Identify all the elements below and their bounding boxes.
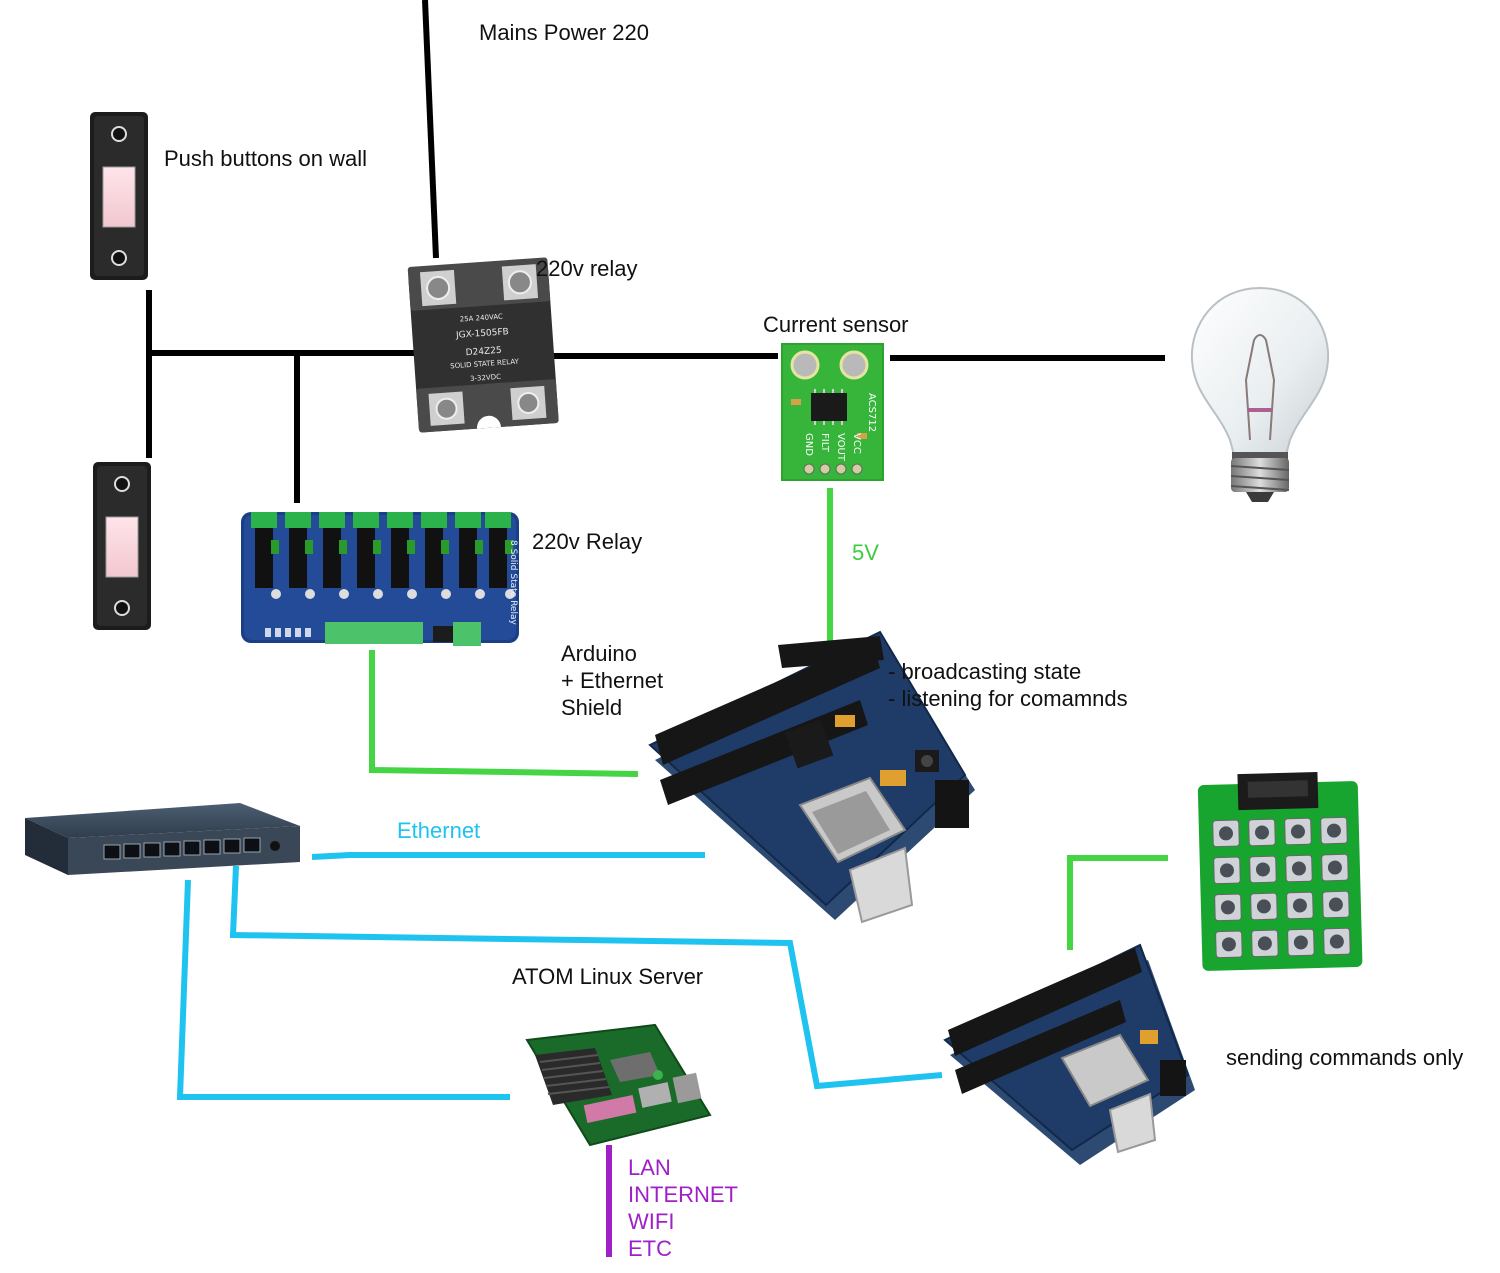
wall-push-button-icon: [90, 112, 148, 280]
uplink-label-etc: ETC: [628, 1236, 672, 1261]
sending-commands-label: sending commands only: [1226, 1045, 1463, 1070]
sensor-pin-filt: FILT: [819, 433, 830, 453]
keypad-key-cap: [1219, 863, 1234, 878]
keypad-key-cap: [1327, 860, 1342, 875]
relay-board-icon: 8 Solid State Relay: [241, 512, 519, 646]
uplink-label-internet: INTERNET: [628, 1182, 738, 1207]
ssr-code-marking: D24Z25: [465, 346, 502, 358]
arduino-ethernet-icon: [648, 630, 975, 924]
arduino-role-listening: - listening for comamnds: [888, 686, 1128, 711]
uplink-label-wifi: WIFI: [628, 1209, 674, 1234]
second-arduino-ethernet-cable: [229, 865, 943, 1090]
current-sensor-label: Current sensor: [763, 312, 909, 337]
mains-feed-wire: [422, 0, 439, 259]
sensor-chip-marking: ACS712: [866, 393, 877, 432]
mains-wiring: [146, 0, 1165, 503]
ssr-input-marking: 3-32VDC: [470, 373, 502, 383]
push-buttons-label: Push buttons on wall: [164, 146, 367, 171]
keypad-key-cap: [1329, 934, 1344, 949]
relay-board-label: 220v Relay: [532, 529, 642, 554]
light-bulb-icon: [1190, 286, 1330, 502]
arduino-ethernet-icon: [943, 943, 1195, 1165]
relay-board-marking: 8 Solid State Relay: [508, 540, 518, 625]
sensor-pin-gnd: GND: [803, 433, 814, 456]
sensor-pin-vcc: VCC: [851, 433, 862, 454]
motherboard-icon: [525, 1023, 712, 1147]
mains-power-label: Mains Power 220: [479, 20, 649, 45]
current-sensor-icon: ACS712 VCC VOUT FILT GND: [781, 343, 884, 481]
sensor-pin-vout: VOUT: [835, 433, 846, 462]
wall-push-button-icon: [93, 462, 151, 630]
keypad-key-cap: [1254, 825, 1269, 840]
keypad-key-cap: [1220, 900, 1235, 915]
keypad-key-cap: [1255, 862, 1270, 877]
relay-single-label: 220v relay: [536, 256, 638, 281]
ethernet-label: Ethernet: [397, 818, 480, 843]
solid-state-relay-icon: 25A 240VAC JGX-1505FB D24Z25 SOLID STATE…: [407, 257, 559, 433]
arduino-ethernet-cable: [311, 852, 705, 860]
keypad-key-cap: [1290, 824, 1305, 839]
ssr-model-marking: JGX-1505FB: [455, 327, 509, 341]
arduino-role-broadcasting: - broadcasting state: [888, 659, 1081, 684]
five-volt-label: 5V: [852, 540, 879, 565]
arduino-label-line1: Arduino: [561, 641, 637, 666]
uplink-label-lan: LAN: [628, 1155, 671, 1180]
server-ethernet-cable: [176, 879, 510, 1100]
low-voltage-wiring: [369, 488, 1168, 950]
keypad-key-cap: [1292, 898, 1307, 913]
keypad-key-cap: [1257, 936, 1272, 951]
keypad-signal-wire: [1067, 855, 1168, 950]
network-switch-icon: [25, 803, 300, 875]
keypad-key-cap: [1218, 826, 1233, 841]
keypad-key-cap: [1326, 823, 1341, 838]
keypad-icon: [1197, 771, 1363, 971]
keypad-key-cap: [1221, 937, 1236, 952]
ssr-load-marking: 25A 240VAC: [460, 313, 504, 324]
relay-board-signal-wire: [369, 650, 639, 777]
ethernet-wiring: [176, 852, 943, 1100]
keypad-key-cap: [1293, 935, 1308, 950]
arduino-label-line2: + Ethernet: [561, 668, 663, 693]
keypad-key-cap: [1256, 899, 1271, 914]
server-label: ATOM Linux Server: [512, 964, 703, 989]
arduino-label-line3: Shield: [561, 695, 622, 720]
keypad-key-cap: [1291, 861, 1306, 876]
keypad-key-cap: [1328, 897, 1343, 912]
